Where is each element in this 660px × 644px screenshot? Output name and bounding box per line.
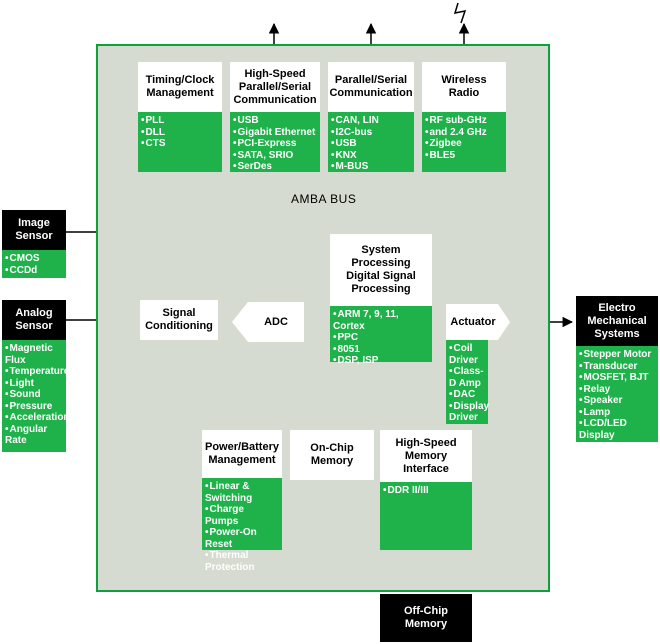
list-item: KNX <box>331 150 411 162</box>
list-item: Display Driver <box>449 401 489 424</box>
list-item: Acceleration <box>5 412 70 424</box>
antenna-icon <box>453 2 467 24</box>
hs-comm-block: High-Speed Parallel/Serial Communication… <box>230 62 320 172</box>
analog-sensor-block: Analog Sensor Magnetic FluxTemperatureLi… <box>2 300 70 452</box>
actuator-label: Actuator <box>450 315 496 328</box>
signal-conditioning-block: Signal Conditioning <box>140 300 218 340</box>
parallel-serial-title: Parallel/Serial Communication <box>329 74 413 99</box>
list-item: Magnetic Flux <box>5 343 63 366</box>
list-item: USB <box>233 115 317 127</box>
image-sensor-title: Image Sensor <box>15 217 53 242</box>
electro-mechanical-list: Stepper MotorTransducerMOSFET, BJTRelayS… <box>576 346 658 441</box>
hs-memory-list: DDR II/III <box>380 482 472 497</box>
actuator-list: Coil DriverClass-D AmpDACDisplay Driver <box>446 340 489 424</box>
list-item: Lamp <box>579 407 655 419</box>
list-item: and 2.4 GHz <box>425 127 503 139</box>
actuator-outputs-block: Coil DriverClass-D AmpDACDisplay Driver <box>446 340 489 424</box>
amba-bus-label: AMBA BUS <box>291 192 357 206</box>
timing-clock-list: PLLDLLCTS <box>138 112 222 150</box>
timing-clock-block: Timing/Clock Management PLLDLLCTS <box>138 62 222 172</box>
system-processor-list: ARM 7, 9, 11, CortexPPC8051DSP, ISP <box>330 306 432 367</box>
list-item: PPC <box>333 332 429 344</box>
list-item: SATA, SRIO <box>233 150 317 162</box>
list-item: DDR II/III <box>383 485 469 497</box>
list-item: 8051 <box>333 344 429 356</box>
list-item: DLL <box>141 127 219 139</box>
hs-comm-title: High-Speed Parallel/Serial Communication <box>233 67 317 106</box>
list-item: Light <box>5 378 63 390</box>
list-item: DSP, ISP <box>333 355 429 367</box>
list-item: Temperature <box>5 366 70 378</box>
list-item: CTS <box>141 138 219 150</box>
list-item: Stepper Motor <box>579 349 655 361</box>
list-item: CCDd <box>5 265 63 277</box>
list-item: ARM 7, 9, 11, Cortex <box>333 309 429 332</box>
parallel-serial-list: CAN, LINI2C-busUSBKNXM-BUS <box>328 112 414 173</box>
power-battery-list: Linear & SwitchingCharge PumpsPower-On R… <box>202 478 282 573</box>
offchip-memory-label: Off-Chip Memory <box>404 605 448 630</box>
list-item: Sound <box>5 389 63 401</box>
wireless-radio-title: Wireless Radio <box>441 74 487 99</box>
list-item: PLL <box>141 115 219 127</box>
system-processor-title: System Processing Digital Signal Process… <box>346 244 416 295</box>
list-item: Coil Driver <box>449 343 485 366</box>
system-processor-block: System Processing Digital Signal Process… <box>330 234 432 366</box>
wireless-radio-block: Wireless Radio RF sub-GHzand 2.4 GHzZigb… <box>422 62 506 172</box>
list-item: Thermal Protection <box>205 550 279 573</box>
list-item: Class-D Amp <box>449 366 485 389</box>
hs-memory-title: High-Speed Memory Interface <box>395 436 457 475</box>
offchip-memory-block: Off-Chip Memory <box>380 594 472 642</box>
image-sensor-block: Image Sensor CMOSCCDd <box>2 210 66 278</box>
analog-sensor-list: Magnetic FluxTemperatureLightSoundPressu… <box>2 340 70 447</box>
wireless-radio-list: RF sub-GHzand 2.4 GHzZigbeeBLE5 <box>422 112 506 161</box>
electro-mechanical-block: Electro Mechanical Systems Stepper Motor… <box>576 296 658 442</box>
list-item: RF sub-GHz <box>425 115 503 127</box>
power-battery-block: Power/Battery Management Linear & Switch… <box>202 430 282 573</box>
adc-shape <box>232 302 304 342</box>
list-item: Pressure <box>5 401 63 413</box>
image-sensor-list: CMOSCCDd <box>2 250 66 276</box>
list-item: M-BUS <box>331 161 411 173</box>
onchip-memory-block: On-Chip Memory <box>290 430 374 480</box>
list-item: Charge Pumps <box>205 504 279 527</box>
list-item: LCD/LED Display <box>579 418 655 441</box>
timing-clock-title: Timing/Clock Management <box>145 74 215 99</box>
actuator-shape <box>446 304 510 340</box>
analog-sensor-title: Analog Sensor <box>15 307 53 332</box>
list-item: DAC <box>449 389 485 401</box>
list-item: Power-On Reset <box>205 527 279 550</box>
list-item: Zigbee <box>425 138 503 150</box>
list-item: Speaker <box>579 395 655 407</box>
list-item: USB <box>331 138 411 150</box>
electro-mechanical-title: Electro Mechanical Systems <box>587 301 647 340</box>
list-item: CMOS <box>5 253 63 265</box>
list-item: Relay <box>579 384 655 396</box>
list-item: Transducer <box>579 361 655 373</box>
adc-label: ADC <box>264 315 288 328</box>
list-item: CAN, LIN <box>331 115 411 127</box>
list-item: Linear & Switching <box>205 481 279 504</box>
list-item: MOSFET, BJT <box>579 372 655 384</box>
list-item: Gigabit Ethernet <box>233 127 317 139</box>
list-item: I2C-bus <box>331 127 411 139</box>
hs-memory-block: High-Speed Memory Interface DDR II/III <box>380 430 472 550</box>
list-item: Angular Rate <box>5 424 63 447</box>
list-item: BLE5 <box>425 150 503 162</box>
list-item: SerDes <box>233 161 317 173</box>
list-item: PCI-Express <box>233 138 317 150</box>
parallel-serial-block: Parallel/Serial Communication CAN, LINI2… <box>328 62 414 172</box>
signal-conditioning-label: Signal Conditioning <box>145 307 213 332</box>
power-battery-title: Power/Battery Management <box>205 441 279 466</box>
hs-comm-list: USBGigabit EthernetPCI-ExpressSATA, SRIO… <box>230 112 320 173</box>
onchip-memory-label: On-Chip Memory <box>310 442 354 467</box>
